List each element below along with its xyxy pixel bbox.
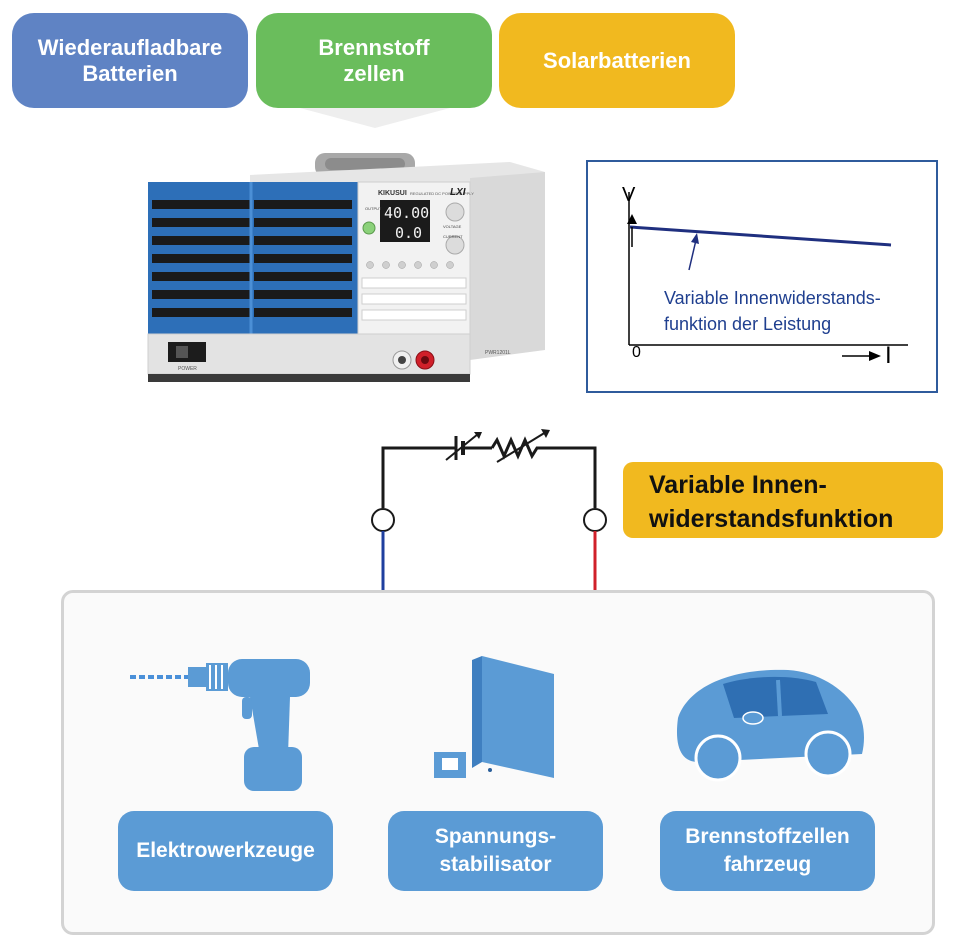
tab-solar-batteries-label: Solarbatterien <box>543 47 691 73</box>
vi-plot-canvas <box>627 192 908 361</box>
device-brand: KIKUSUI <box>378 190 407 197</box>
app-power-tools-label: Elektrowerkzeuge <box>136 839 315 862</box>
annotation-arrow-icon <box>691 233 699 244</box>
tab-rechargeable-batteries-label: Wiederaufladbare Batterien <box>37 34 223 86</box>
app-voltage-stabilizer-label: Spannungs- stabilisator <box>434 825 557 876</box>
circuit-terminal-positive <box>583 508 607 532</box>
voltage-readout: 40.00 <box>384 204 429 222</box>
app-fuel-cell-vehicle-label: Brennstoffzellen fahrzeug <box>685 825 850 876</box>
plot-annotation: Variable Innenwiderstands- funktion der … <box>664 288 881 334</box>
power-supply-device: KIKUSUI REGULATED DC POWER SUPPLY LXI 40… <box>147 153 545 385</box>
tab-rechargeable-batteries: Wiederaufladbare Batterien <box>12 13 248 108</box>
v-axis-label: V <box>622 184 636 206</box>
current-knob[interactable] <box>445 235 465 255</box>
fuel-cell-car-icon <box>676 669 864 782</box>
i-axis-label: I <box>885 342 892 369</box>
power-switch-label: POWER <box>178 366 197 372</box>
app-power-tools: Elektrowerkzeuge <box>118 811 333 891</box>
i-axis-arrow-icon <box>869 351 881 361</box>
voltage-knob-label: VOLTAGE <box>443 224 462 229</box>
app-voltage-stabilizer: Spannungs- stabilisator <box>388 811 603 891</box>
vi-curve-line <box>629 225 892 247</box>
variable-resistance-callout: Variable Innen- widerstandsfunktion <box>623 462 943 538</box>
voltage-stabilizer-icon <box>434 656 554 778</box>
model-label: PWR1201L <box>485 350 511 356</box>
device-lxi-logo: LXI <box>450 187 466 198</box>
output-label: OUTPUT <box>365 206 382 211</box>
voltage-knob[interactable] <box>445 202 465 222</box>
output-button[interactable] <box>362 221 376 235</box>
app-fuel-cell-vehicle: Brennstoffzellen fahrzeug <box>660 811 875 891</box>
tab-fuel-cells: Brennstoff zellen <box>256 13 492 108</box>
tab-fuel-cells-label: Brennstoff zellen <box>318 34 430 86</box>
current-readout: 0.0 <box>395 224 422 242</box>
power-drill-icon <box>130 659 310 791</box>
plot-origin-label: 0 <box>632 344 641 361</box>
current-knob-label: CURRENT <box>443 234 463 239</box>
device-subtitle: REGULATED DC POWER SUPPLY <box>410 191 474 196</box>
v-axis-arrow-icon <box>627 214 637 224</box>
circuit-terminal-negative <box>371 508 395 532</box>
vi-characteristic-plot: V I 0 Variable Innenwiderstands- funktio… <box>586 160 938 393</box>
tab-solar-batteries: Solarbatterien <box>499 13 735 108</box>
callout-text: Variable Innen- widerstandsfunktion <box>649 471 894 533</box>
